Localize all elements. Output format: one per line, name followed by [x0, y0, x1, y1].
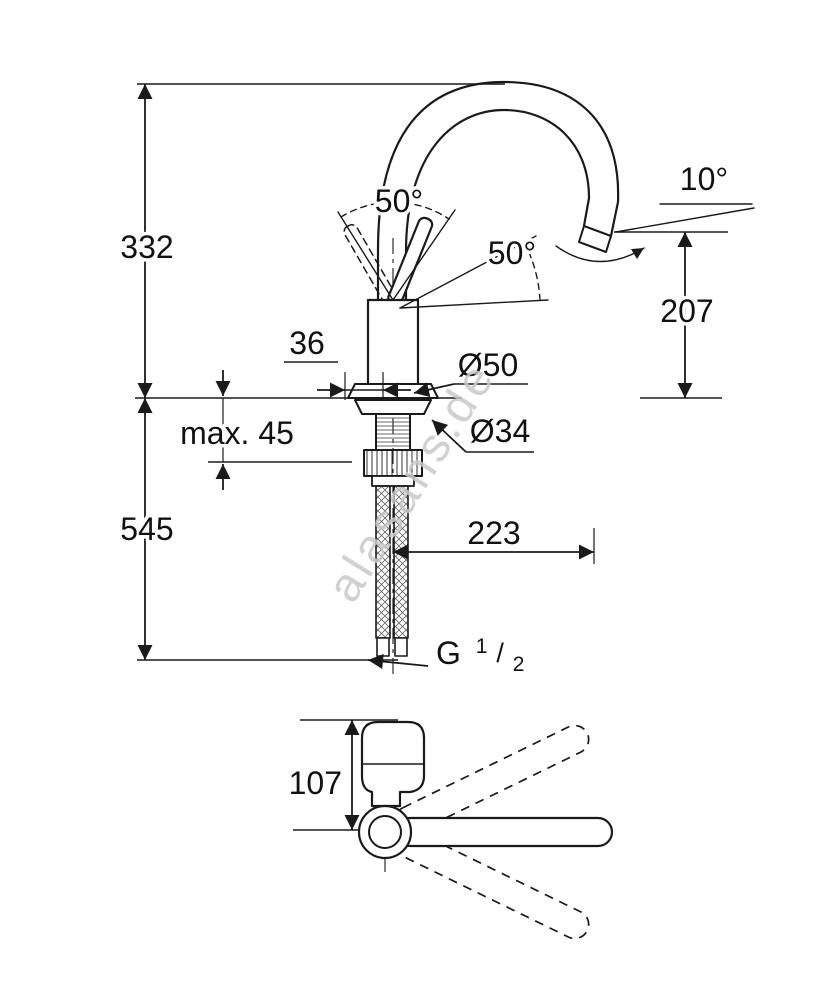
- handle-swing-top: [337, 201, 456, 301]
- dim-dia50: [413, 382, 528, 398]
- label-counter-thickness: max. 45: [180, 415, 294, 451]
- thread-numerator: 1: [476, 635, 488, 658]
- dim-36: [284, 361, 411, 400]
- label-handle-swing-side: 50°: [488, 235, 536, 271]
- base-seal: [354, 399, 432, 415]
- label-spout-reach: 223: [467, 515, 520, 551]
- dim-dia34: [431, 419, 534, 453]
- label-shank-diameter: Ø34: [470, 413, 530, 449]
- label-height-top: 332: [120, 229, 173, 265]
- swivel-base-inner: [368, 815, 402, 849]
- spout-outer-curve: [376, 80, 620, 304]
- dim-thread-leader: [367, 654, 429, 669]
- spout-inner-curve: [404, 108, 591, 304]
- mounting-nut: [363, 449, 423, 477]
- label-handle-swing-top: 50°: [375, 183, 423, 219]
- label-height-bottom: 545: [120, 511, 173, 547]
- swivel-base-outer: [357, 804, 413, 860]
- label-base-diameter: Ø50: [458, 347, 518, 383]
- thread-slash: /: [496, 638, 504, 668]
- threaded-shank: [375, 413, 411, 451]
- label-spout-tilt: 10°: [680, 161, 728, 197]
- handle-swing-side: [399, 235, 549, 309]
- hose-fitting-right: [394, 637, 408, 657]
- spout-tilt-detail: [555, 203, 755, 263]
- label-base-offset: 36: [289, 325, 325, 361]
- label-thread-size: G 1 / 2: [436, 624, 524, 676]
- label-lever-reach: 107: [289, 765, 342, 801]
- label-spout-height: 207: [660, 293, 713, 329]
- dimension-labels: 332 545 207 10° 50° 50° 36 Ø50 max. 45 Ø…: [117, 158, 732, 805]
- spout-outlet: [578, 225, 612, 253]
- faucet-top-view: [357, 720, 614, 940]
- thread-prefix: G: [436, 635, 461, 671]
- thread-denominator: 2: [513, 653, 525, 676]
- dim-223: [393, 528, 595, 564]
- nut-collar: [371, 475, 415, 487]
- hose-fitting-left: [376, 637, 390, 657]
- dimension-annotations: [137, 84, 693, 830]
- spout-top-view: [394, 816, 614, 848]
